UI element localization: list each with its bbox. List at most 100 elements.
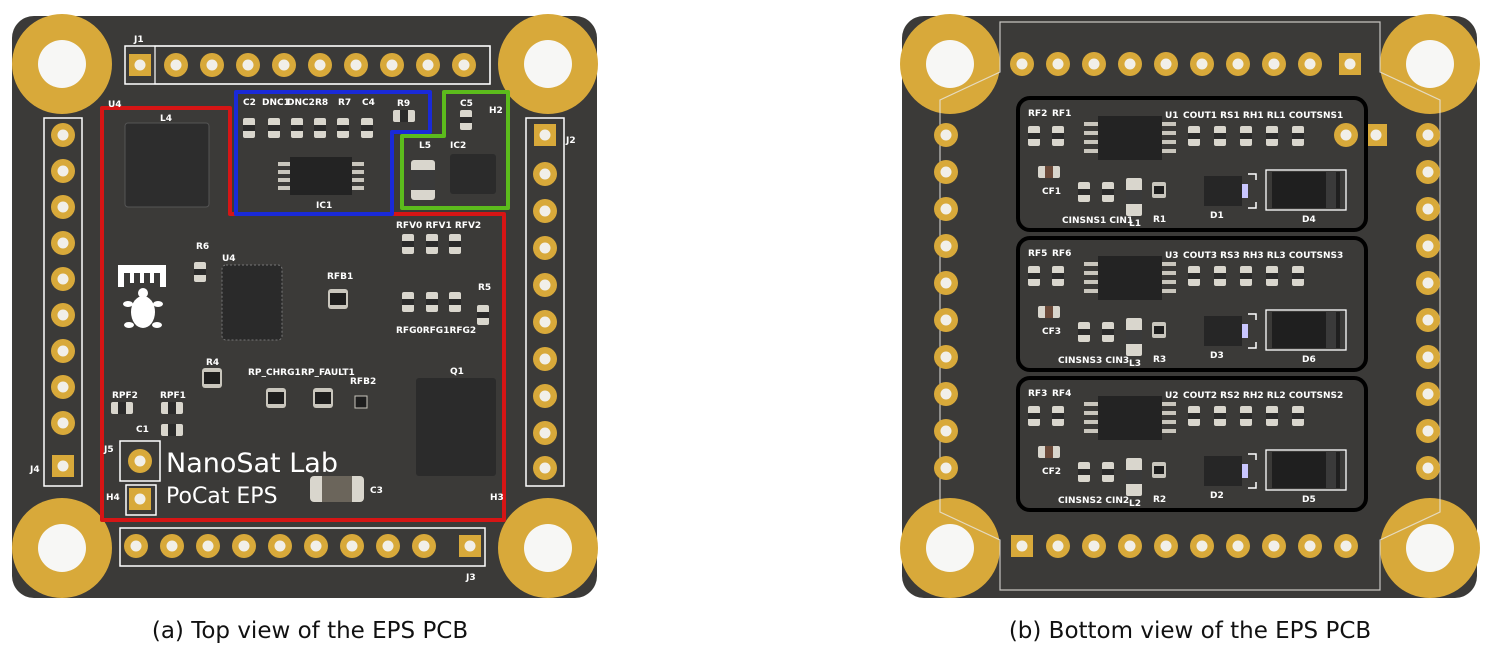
label-h2: H2	[489, 106, 503, 116]
region-red-outline	[100, 106, 506, 522]
channel-2: RF5 RF6 U3 COUT3 RS3 RH3 RL3 COUTSNS3 CF…	[1016, 236, 1368, 372]
ch2-r: R3	[1153, 355, 1166, 365]
label-rpf1: RPF1	[160, 391, 186, 401]
bridge-logo-icon	[118, 265, 166, 287]
u4-chip	[221, 264, 283, 341]
ch3-u: U2	[1165, 391, 1179, 401]
label-ic2: IC2	[450, 141, 466, 151]
mounting-hole	[498, 14, 598, 114]
label-rp-fault1: RP_FAULT1	[301, 368, 355, 378]
top-view-board: J1 J2 J3 J4 J5 H2 H3 H4 U4 L4 C2 DNC1 DN…	[12, 14, 598, 598]
label-r4: R4	[206, 358, 219, 368]
turtle-logo-icon	[123, 288, 163, 328]
label-h4: H4	[106, 493, 120, 503]
label-c4: C4	[362, 98, 375, 108]
label-c1: C1	[136, 425, 149, 435]
brand-line2: PoCat EPS	[166, 484, 278, 509]
bottom-view-board: RF2 RF1 U1 COUT1 RS1 RH1 RL1 COUTSNS1 CF…	[900, 14, 1480, 598]
region-green-outline	[400, 90, 510, 210]
ch3-r: R2	[1153, 495, 1166, 505]
ch2-rf-b: RF6	[1052, 249, 1071, 259]
label-j5: J5	[103, 445, 114, 455]
bottom-top-pins	[1010, 52, 1322, 76]
caption-top-view: (a) Top view of the EPS PCB	[151, 618, 469, 644]
top-view-panel: J1 J2 J3 J4 J5 H2 H3 H4 U4 L4 C2 DNC1 DN…	[0, 0, 620, 663]
caption-bottom-view: (b) Bottom view of the EPS PCB	[1008, 618, 1372, 644]
label-rfv: RFV0 RFV1 RFV2	[396, 221, 481, 231]
label-rpf2: RPF2	[112, 391, 138, 401]
label-rp-chrg1: RP_CHRG1	[248, 368, 301, 378]
ch3-d-big: D5	[1302, 495, 1316, 505]
mounting-hole	[12, 498, 112, 598]
label-c5: C5	[460, 99, 473, 109]
bottom-bottom-pins	[1046, 534, 1358, 558]
bottom-view-panel: RF2 RF1 U1 COUT1 RS1 RH1 RL1 COUTSNS1 CF…	[880, 0, 1500, 663]
ch1-l: L1	[1129, 219, 1141, 229]
channel-3: RF3 RF4 U2 COUT2 RS2 RH2 RL2 COUTSNS2 CF…	[1016, 376, 1368, 512]
label-h3: H3	[490, 493, 504, 503]
label-dnc1: DNC1	[262, 98, 290, 108]
ch2-d-big: D6	[1302, 355, 1316, 365]
label-rfb1: RFB1	[327, 272, 353, 282]
ch2-cin: CINSNS3 CIN3	[1058, 356, 1129, 366]
label-c2: C2	[243, 98, 256, 108]
mounting-hole	[12, 14, 112, 114]
j3-pins	[124, 534, 436, 558]
ch3-d-small: D2	[1210, 491, 1224, 501]
mosfet-q1	[416, 378, 496, 476]
ch1-u: U1	[1165, 111, 1179, 121]
mounting-hole	[1380, 498, 1480, 598]
label-dnc2: DNC2	[287, 98, 315, 108]
ch3-header: COUT2 RS2 RH2 RL2 COUTSNS2	[1183, 391, 1343, 401]
ch1-cf: CF1	[1042, 187, 1061, 197]
label-r5: R5	[478, 283, 491, 293]
j4-pins	[51, 123, 75, 435]
ch1-rf-b: RF1	[1052, 109, 1071, 119]
mounting-hole	[1380, 14, 1480, 114]
ch1-rf-a: RF2	[1028, 109, 1047, 119]
ch1-d-small: D1	[1210, 211, 1224, 221]
label-ic1: IC1	[316, 201, 332, 211]
ch3-rf-b: RF4	[1052, 389, 1071, 399]
inductor-l4	[124, 122, 210, 208]
label-u4-top: U4	[108, 100, 122, 110]
ch1-d-big: D4	[1302, 215, 1316, 225]
ch1-r: R1	[1153, 215, 1166, 225]
ch2-l: L3	[1129, 359, 1141, 369]
ch3-cf: CF2	[1042, 467, 1061, 477]
ch2-cf: CF3	[1042, 327, 1061, 337]
ch2-u: U3	[1165, 251, 1179, 261]
label-l5: L5	[419, 141, 431, 151]
ch3-l: L2	[1129, 499, 1141, 509]
ch2-rf-a: RF5	[1028, 249, 1047, 259]
label-r6: R6	[196, 242, 209, 252]
j2-pins	[533, 162, 557, 480]
ch2-d-small: D3	[1210, 351, 1224, 361]
ch3-cin: CINSNS2 CIN2	[1058, 496, 1129, 506]
ch1-cin: CINSNS1 CIN1	[1062, 216, 1133, 226]
ch2-header: COUT3 RS3 RH3 RL3 COUTSNS3	[1183, 251, 1343, 261]
label-q1: Q1	[450, 367, 464, 377]
ic2-chip	[450, 154, 496, 194]
label-j3: J3	[465, 573, 476, 583]
ic1-chip	[290, 157, 352, 195]
label-l4: L4	[160, 114, 172, 124]
channel-1: RF2 RF1 U1 COUT1 RS1 RH1 RL1 COUTSNS1 CF…	[1016, 96, 1368, 232]
j1-pins	[164, 53, 476, 77]
label-rfb2: RFB2	[350, 377, 376, 387]
brand-line1: NanoSat Lab	[166, 448, 338, 479]
region-blue-outline	[234, 90, 432, 216]
label-u4: U4	[222, 254, 236, 264]
label-j4: J4	[29, 465, 40, 475]
label-r7: R7	[338, 98, 351, 108]
ch1-header: COUT1 RS1 RH1 RL1 COUTSNS1	[1183, 111, 1343, 121]
mounting-hole	[498, 498, 598, 598]
label-rfg: RFG0RFG1RFG2	[396, 326, 476, 336]
ch3-rf-a: RF3	[1028, 389, 1047, 399]
label-r8: R8	[315, 98, 328, 108]
label-j1: J1	[133, 35, 144, 45]
label-j2: J2	[565, 136, 576, 146]
label-r9: R9	[397, 99, 410, 109]
mounting-hole	[900, 14, 1000, 114]
label-c3: C3	[370, 486, 383, 496]
